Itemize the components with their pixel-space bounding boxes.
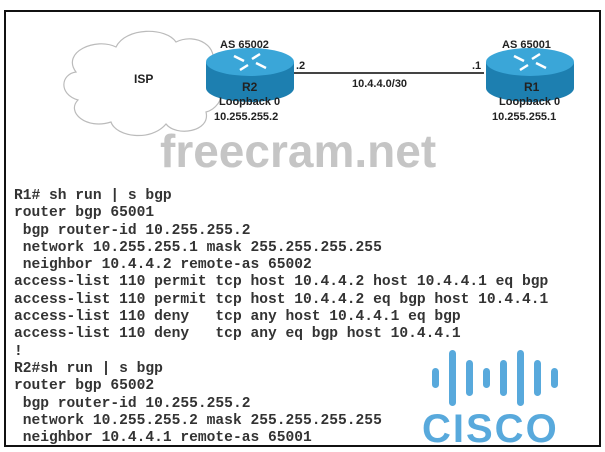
r1-loopback-ip: 10.255.255.1 (492, 111, 557, 123)
cli-line: access-list 110 deny tcp any eq bgp host… (14, 326, 461, 343)
cli-line: bgp router-id 10.255.255.2 (14, 395, 251, 412)
cli-line: R1# sh run | s bgp (14, 188, 172, 204)
r2-link-ip: .2 (296, 60, 306, 72)
router-r2-icon (206, 48, 294, 102)
cli-line: access-list 110 deny tcp any host 10.4.4… (14, 309, 461, 326)
r1-loopback-label: Loopback 0 (499, 96, 561, 108)
isp-label: ISP (134, 72, 154, 86)
r2-loopback-label: Loopback 0 (219, 96, 281, 108)
cli-line: neighbor 10.4.4.2 remote-as 65002 (14, 257, 312, 274)
topology-diagram (63, 30, 574, 137)
cli-line: router bgp 65001 (14, 205, 155, 222)
cli-line: access-list 110 permit tcp host 10.4.4.2… (14, 291, 549, 308)
router-r1-icon (486, 48, 574, 102)
cli-line: access-list 110 permit tcp host 10.4.4.2… (14, 274, 549, 291)
cli-line: bgp router-id 10.255.255.2 (14, 222, 251, 239)
r1-name: R1 (524, 80, 540, 94)
isp-cloud-icon (63, 30, 225, 137)
cli-line: R2#sh run | s bgp (14, 360, 163, 377)
exhibit-frame: ISP AS 65002 R2 Loopback 0 10.255.255.2 … (4, 10, 601, 447)
r2-loopback-ip: 10.255.255.2 (214, 111, 279, 123)
r2-name: R2 (242, 80, 258, 94)
cli-line: neighbor 10.4.4.1 remote-as 65001 (14, 430, 312, 447)
r2-as-label: AS 65002 (220, 39, 269, 51)
cli-line: router bgp 65002 (14, 378, 155, 395)
cli-line: network 10.255.255.1 mask 255.255.255.25… (14, 239, 382, 256)
cli-line: network 10.255.255.2 mask 255.255.255.25… (14, 412, 382, 429)
link-subnet: 10.4.4.0/30 (352, 78, 408, 90)
cli-line: ! (14, 343, 23, 360)
r1-link-ip: .1 (472, 60, 482, 72)
r1-as-label: AS 65001 (502, 39, 551, 51)
